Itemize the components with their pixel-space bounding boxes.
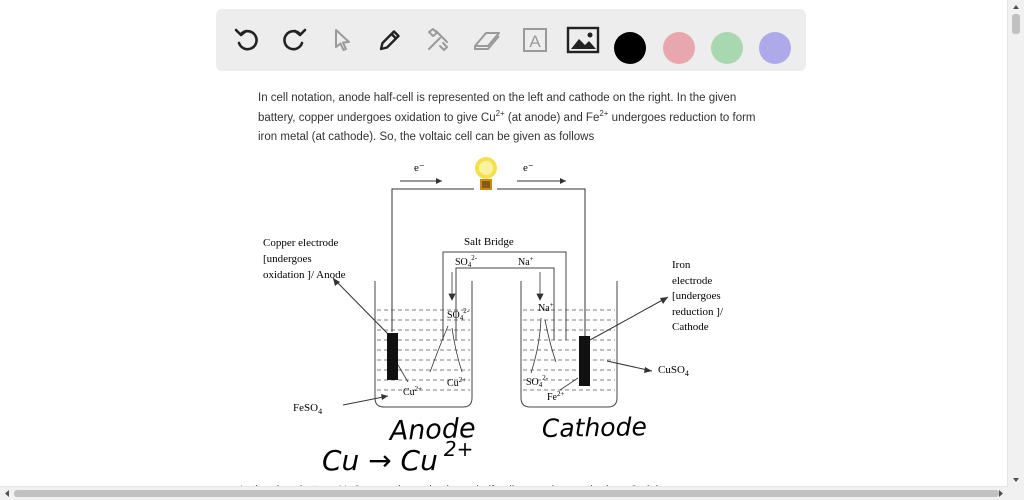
svg-text:e⁻: e⁻ <box>523 162 534 174</box>
vertical-scrollbar[interactable] <box>1007 0 1024 500</box>
svg-text:Cathode: Cathode <box>672 321 709 333</box>
horizontal-scrollbar[interactable] <box>0 486 1008 500</box>
copper-electrode-label: Copper electrode [undergoes oxidation ]/… <box>263 237 346 281</box>
right-beaker <box>520 281 618 408</box>
svg-text:Copper electrode: Copper electrode <box>263 237 339 249</box>
scroll-up-icon[interactable] <box>1008 1 1024 13</box>
drawing-toolbar: A <box>216 9 806 71</box>
color-swatch-green[interactable] <box>711 32 743 64</box>
undo-icon[interactable] <box>230 23 264 57</box>
svg-text:reduction ]/: reduction ]/ <box>672 306 724 318</box>
electron-flow-left: e⁻ <box>400 162 442 184</box>
handwritten-anode: Anode <box>387 413 476 447</box>
explanation-paragraph: In cell notation, anode half-cell is rep… <box>258 92 756 143</box>
color-swatch-purple[interactable] <box>759 32 791 64</box>
redo-icon[interactable] <box>277 23 311 57</box>
svg-text:e⁻: e⁻ <box>414 162 425 174</box>
right-sulfate-label: SO42- <box>526 374 549 389</box>
bridge-sulfate-label: SO42- <box>455 254 478 269</box>
pen-icon[interactable] <box>373 23 407 57</box>
left-copper-ion2-label: Cu2+ <box>447 376 466 389</box>
right-iron-ion-label: Fe2+ <box>547 390 565 403</box>
salt-bridge-label: Salt Bridge <box>464 236 514 248</box>
copper-electrode <box>387 333 398 380</box>
scroll-left-icon[interactable] <box>1 487 13 500</box>
iron-electrode-label: Iron electrode [undergoes reduction ]/ C… <box>672 259 724 333</box>
voltaic-cell-diagram: e⁻ e⁻ <box>263 157 724 477</box>
feso4-label: FeSO4 <box>293 402 322 416</box>
handwritten-cathode: Cathode <box>542 412 647 443</box>
right-sodium-label: Na+ <box>538 301 554 314</box>
svg-text:Iron: Iron <box>672 259 691 271</box>
electron-flow-right: e⁻ <box>517 162 566 184</box>
left-copper-ion-label: Cu2+ <box>403 385 422 398</box>
scroll-right-icon[interactable] <box>995 487 1007 500</box>
external-wire <box>391 188 586 336</box>
svg-text:[undergoes: [undergoes <box>263 253 312 265</box>
bridge-sodium-label: Na+ <box>518 255 534 268</box>
svg-text:electrode: electrode <box>672 275 712 287</box>
svg-text:[undergoes: [undergoes <box>672 290 721 302</box>
text-icon[interactable]: A <box>518 23 552 57</box>
scroll-down-icon[interactable] <box>1008 474 1024 486</box>
vertical-scroll-thumb[interactable] <box>1012 14 1020 34</box>
left-sulfate-label: SO42- <box>447 307 470 322</box>
svg-text:A: A <box>529 32 541 51</box>
svg-text:oxidation ]/ Anode: oxidation ]/ Anode <box>263 269 346 281</box>
tools-icon[interactable] <box>421 23 455 57</box>
image-icon[interactable] <box>566 23 600 57</box>
eraser-icon[interactable] <box>470 23 504 57</box>
pointer-icon[interactable] <box>325 23 359 57</box>
salt-bridge <box>442 251 567 340</box>
iron-electrode <box>579 336 590 386</box>
bulb-icon <box>475 157 497 190</box>
color-swatch-pink[interactable] <box>663 32 695 64</box>
cuso4-label: CuSO4 <box>658 364 689 378</box>
horizontal-scroll-thumb[interactable] <box>14 490 999 497</box>
color-swatch-black[interactable] <box>614 32 646 64</box>
